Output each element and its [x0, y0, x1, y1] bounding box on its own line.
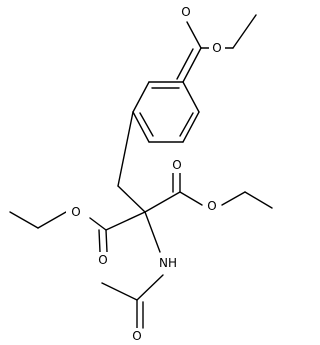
chemical-structure-diagram: O O O O O O NH O — [9, 4, 273, 344]
bond — [179, 191, 203, 206]
bond — [144, 211, 161, 253]
atom-label-amide-o: O — [129, 328, 145, 344]
atom-label-left-o-carbonyl: O — [95, 252, 111, 268]
bond — [105, 211, 146, 231]
bond — [182, 47, 202, 83]
svg-text:O: O — [172, 158, 181, 172]
bond — [182, 81, 200, 113]
svg-text:O: O — [207, 199, 216, 213]
bond — [98, 229, 101, 253]
right-ethyl-ester — [144, 171, 273, 213]
atom-label-right-o-carbonyl: O — [169, 157, 185, 173]
atom-label-amide-nh: NH — [156, 254, 180, 272]
bond — [176, 48, 194, 80]
bond — [232, 14, 257, 49]
bond — [117, 185, 146, 213]
bond — [139, 112, 154, 137]
bond — [182, 111, 200, 143]
bond — [105, 229, 108, 253]
bond — [179, 112, 194, 137]
svg-text:O: O — [181, 5, 190, 19]
bond — [9, 211, 39, 229]
bond — [132, 81, 150, 113]
atom-label-right-o-ether: O — [204, 198, 220, 214]
bond — [144, 191, 181, 213]
svg-text:O: O — [132, 329, 141, 343]
svg-text:O: O — [212, 41, 221, 55]
bond — [89, 217, 107, 231]
bond — [101, 282, 138, 301]
bond — [244, 191, 273, 209]
svg-text:NH: NH — [159, 256, 177, 270]
bond — [37, 211, 67, 229]
backbone — [117, 111, 146, 213]
benzene-ring — [132, 81, 200, 143]
atom-label-ester-o-carbonyl: O — [178, 4, 194, 20]
bond — [221, 191, 246, 206]
atom-label-left-o-ether: O — [66, 203, 86, 221]
atom-label-ester-o-methoxy: O — [209, 40, 225, 56]
svg-text:O: O — [71, 205, 80, 219]
bond — [186, 21, 202, 49]
left-ethyl-ester — [9, 211, 146, 253]
bond — [136, 274, 164, 301]
bond — [117, 111, 134, 187]
bond — [132, 111, 150, 143]
svg-text:O: O — [98, 253, 107, 267]
acetamide-group — [101, 211, 164, 332]
methyl-ester-group — [176, 14, 257, 83]
